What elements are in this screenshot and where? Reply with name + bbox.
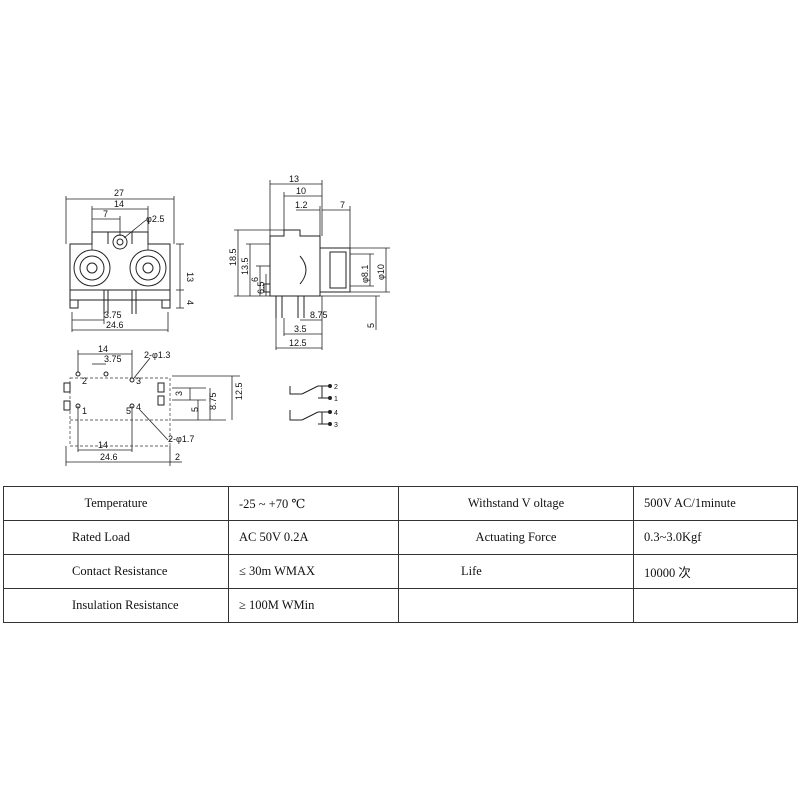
fp-dim-3-75: 3.75: [104, 354, 122, 364]
technical-drawing: 27 14 7 φ2.5 13 4 3.75 24.6: [63, 174, 390, 466]
spec-value: 10000 次: [633, 554, 798, 589]
spec-label: [398, 588, 634, 623]
side-dim-7: 7: [340, 200, 345, 210]
side-dim-3-5: 5: [366, 323, 376, 328]
leader-line: [123, 219, 147, 239]
fp-dim-3: 3: [174, 391, 184, 396]
fp-dim-12-5: 12.5: [234, 382, 244, 400]
schematic-pin-dot: [328, 384, 332, 388]
schematic-pin-dot: [328, 410, 332, 414]
footprint-pin-label: 2: [82, 376, 87, 386]
footprint-pin-label: 4: [136, 402, 141, 412]
spec-value: AC 50V 0.2A: [228, 520, 399, 555]
spec-label: Life: [398, 554, 634, 589]
side-dim-12-5: 12.5: [289, 338, 307, 348]
front-view-pins: [69, 290, 171, 314]
fp-dim-2-phi1-3: 2-φ1.3: [144, 350, 170, 360]
side-view-body-outline: [269, 229, 321, 297]
leader-line: [133, 357, 151, 379]
fp-dim-2: 2: [175, 452, 180, 462]
side-dim-phi8-1: φ8.1: [360, 265, 370, 283]
schematic-pin-label: 1: [334, 396, 338, 403]
front-dim-4: 4: [185, 300, 195, 305]
front-dim-27: 27: [114, 188, 124, 198]
front-view-tab-lines: [107, 232, 133, 244]
fp-dim-8-75: 8.75: [208, 392, 218, 410]
spec-value: ≤ 30m WMAX: [228, 554, 399, 589]
side-view-contact: [299, 255, 307, 285]
spec-value: 500V AC/1minute: [633, 486, 798, 521]
spec-label: Contact Resistance: [3, 554, 229, 589]
spec-value: [633, 588, 798, 623]
pcb-footprint: 2 1 3 5 4 14 3.75 2-φ1.3 3 5 8.75 12.5 1…: [63, 344, 244, 466]
schematic-pin-label: 3: [334, 422, 338, 429]
footprint-outline: [69, 377, 171, 447]
wiring-schematic: 2 1 4 3: [289, 384, 338, 429]
spec-value: -25 ~ +70 ℃: [228, 486, 399, 521]
footprint-pad-square: [63, 382, 71, 393]
spec-label: Temperature: [3, 486, 229, 521]
side-view-barrel-inner: [329, 251, 347, 289]
schematic-pin-label: 4: [334, 410, 338, 417]
front-view-jack-right-outer: [129, 249, 167, 287]
schematic-pin-label: 2: [334, 384, 338, 391]
side-dim-1-2: 1.2: [295, 200, 308, 210]
front-view-lug-hole: [116, 238, 124, 246]
spec-label: Insulation Resistance: [3, 588, 229, 623]
leader-line: [139, 409, 169, 441]
side-dim-10: 10: [296, 186, 306, 196]
footprint-hole: [129, 377, 135, 383]
footprint-pad-square: [63, 400, 71, 411]
front-view-jack-left-mid: [79, 255, 105, 281]
side-dim-8-75: 3.5: [294, 324, 307, 334]
side-dim-18-5: 18.5: [228, 248, 238, 266]
front-dim-13: 13: [185, 272, 195, 282]
front-dim-phi2-5: φ2.5: [146, 214, 164, 224]
fp-dim-5: 5: [190, 407, 200, 412]
front-view-jack-left-outer: [73, 249, 111, 287]
side-dim-13-5: 13.5: [240, 257, 250, 275]
table-row: Contact Resistance ≤ 30m WMAX Life 10000…: [3, 554, 798, 589]
footprint-pad-square: [157, 395, 165, 406]
footprint-pad-square: [157, 382, 165, 393]
side-dim-5: 8.75: [310, 310, 328, 320]
footprint-hole: [75, 371, 81, 377]
front-dim-24-6: 24.6: [106, 320, 124, 330]
spec-value: ≥ 100M WMin: [228, 588, 399, 623]
spec-label: Withstand V oltage: [398, 486, 634, 521]
spec-label: Rated Load: [3, 520, 229, 555]
footprint-pin-label: 5: [126, 406, 131, 416]
front-dim-14: 14: [114, 199, 124, 209]
schematic-switch-lines: [301, 385, 330, 425]
front-dim-3-75: 3.75: [104, 310, 122, 320]
schematic-pin-dot: [328, 396, 332, 400]
fp-dim-14-bottom: 14: [98, 440, 108, 450]
footprint-pin-label: 3: [136, 376, 141, 386]
side-dim-phi10: φ10: [376, 264, 386, 280]
table-row: Rated Load AC 50V 0.2A Actuating Force 0…: [3, 520, 798, 555]
front-view-jack-right-inner: [142, 262, 154, 274]
table-row: Temperature -25 ~ +70 ℃ Withstand V olta…: [3, 486, 798, 521]
fp-dim-2-phi1-7: 2-φ1.7: [168, 434, 194, 444]
side-view-pins: [263, 283, 305, 318]
side-dim-6-5: 6.5: [256, 281, 266, 294]
footprint-pin-label: 1: [82, 406, 87, 416]
table-row: Insulation Resistance ≥ 100M WMin: [3, 588, 798, 623]
fp-dim-14: 14: [98, 344, 108, 354]
fp-dim-24-6: 24.6: [100, 452, 118, 462]
spec-table: Temperature -25 ~ +70 ℃ Withstand V olta…: [3, 486, 798, 623]
side-view: 13 10 1.2 7 18.5 13.5 6 6.5 φ8.1 φ10: [228, 174, 390, 350]
side-dim-6: 6: [250, 277, 260, 282]
side-dim-13: 13: [289, 174, 299, 184]
front-view: 27 14 7 φ2.5 13 4 3.75 24.6: [65, 188, 195, 332]
front-view-jack-left-inner: [86, 262, 98, 274]
footprint-hole: [103, 371, 109, 377]
spec-value: 0.3~3.0Kgf: [633, 520, 798, 555]
schematic-pin-dot: [328, 422, 332, 426]
front-view-jack-right-mid: [135, 255, 161, 281]
front-dim-7: 7: [103, 209, 108, 219]
side-view-jack-barrel: [320, 247, 351, 293]
spec-label: Actuating Force: [398, 520, 634, 555]
schematic-ground-lines: [289, 386, 302, 421]
